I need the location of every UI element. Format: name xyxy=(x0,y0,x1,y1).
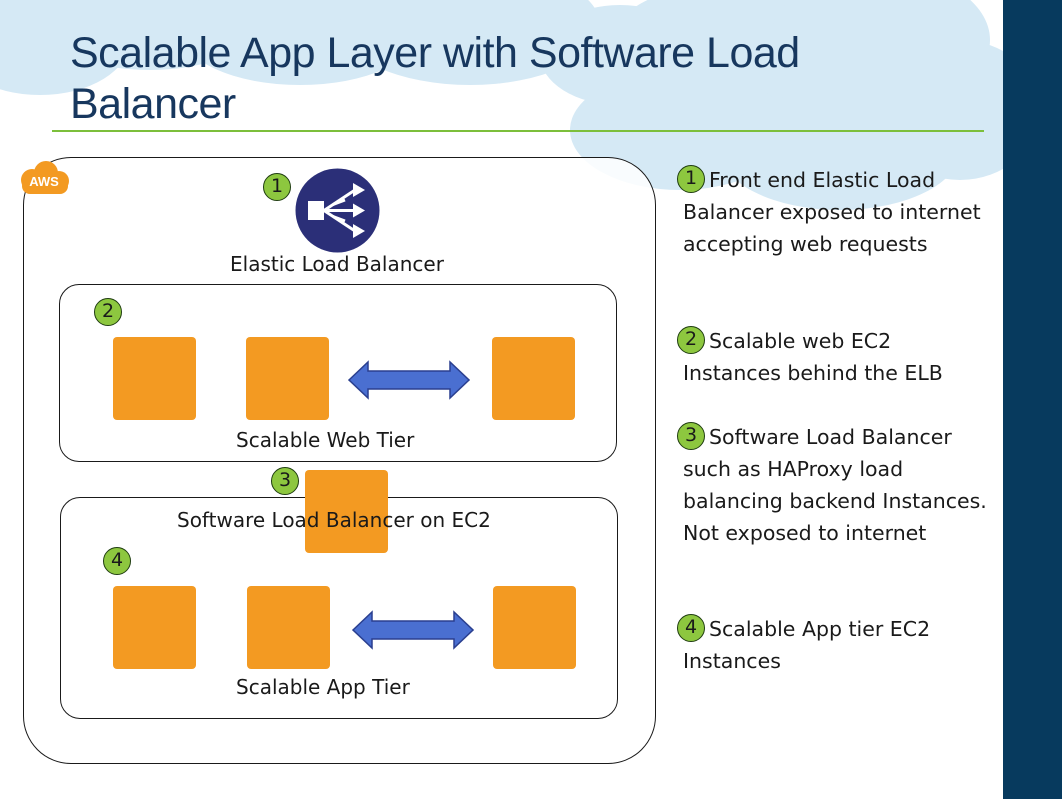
description-1-text: Front end Elastic Load Balancer exposed … xyxy=(683,168,981,256)
web-ec2-instance xyxy=(113,337,196,420)
elb-label: Elastic Load Balancer xyxy=(230,252,444,276)
marker-2: 2 xyxy=(94,298,122,326)
description-4-text: Scalable App tier EC2 Instances xyxy=(683,617,931,673)
software-lb-label: Software Load Balancer on EC2 xyxy=(177,508,491,532)
elastic-load-balancer-icon xyxy=(295,168,380,253)
description-2-marker: 2 xyxy=(677,326,705,354)
description-2-text: Scalable web EC2 Instances behind the EL… xyxy=(683,329,943,385)
title-divider xyxy=(52,130,984,132)
description-1-marker: 1 xyxy=(677,165,705,193)
software-load-balancer-instance xyxy=(305,470,388,553)
web-tier-label: Scalable Web Tier xyxy=(236,428,415,452)
aws-badge-label: AWS xyxy=(29,174,59,189)
web-scaling-arrow xyxy=(348,360,470,400)
description-4-marker: 4 xyxy=(677,614,705,642)
side-band xyxy=(1003,0,1062,799)
marker-3: 3 xyxy=(271,467,299,495)
app-tier-label: Scalable App Tier xyxy=(236,675,410,699)
aws-cloud-icon xyxy=(21,161,69,194)
app-scaling-arrow xyxy=(352,610,474,650)
web-ec2-instance xyxy=(492,337,575,420)
marker-4: 4 xyxy=(103,547,131,575)
app-ec2-instance xyxy=(493,586,576,669)
marker-1: 1 xyxy=(263,173,291,201)
web-ec2-instance xyxy=(246,337,329,420)
description-3-marker: 3 xyxy=(677,422,705,450)
description-3-text: Software Load Balancer such as HAProxy l… xyxy=(683,425,987,545)
slide-title: Scalable App Layer with Software Load Ba… xyxy=(70,29,800,128)
app-ec2-instance xyxy=(113,586,196,669)
app-ec2-instance xyxy=(247,586,330,669)
